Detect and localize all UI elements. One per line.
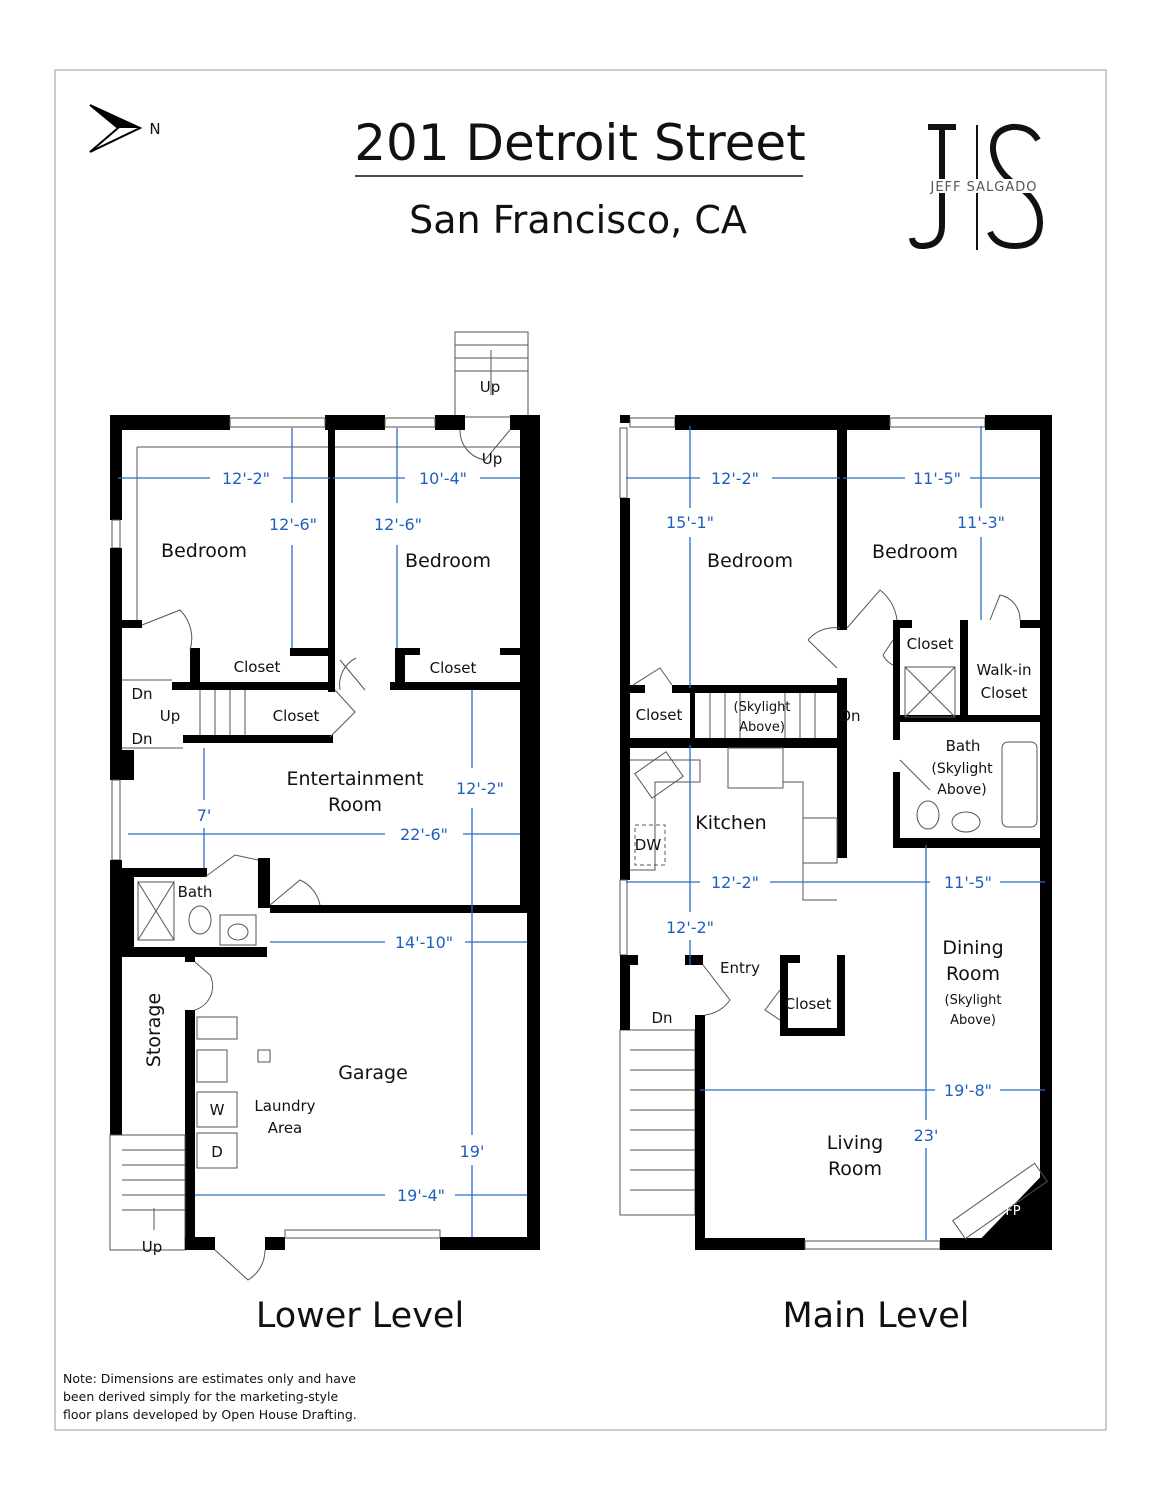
- note-line-3: floor plans developed by Open House Draf…: [63, 1407, 357, 1422]
- main-stair-skylight-1: (Skylight: [734, 700, 791, 715]
- main-kitchen-label: Kitchen: [695, 812, 766, 834]
- dim-lower-bed2-height: 12'-6": [374, 515, 422, 534]
- main-closet3-label: Closet: [785, 995, 832, 1013]
- main-entry-label: Entry: [720, 959, 760, 977]
- lower-stair-up-top: Up: [480, 378, 501, 396]
- dim-lower-bed2-width: 10'-4": [419, 469, 467, 488]
- lower-closet2-label: Closet: [430, 659, 477, 677]
- lower-closet3-label: Closet: [273, 707, 320, 725]
- main-bath-label-2: (Skylight: [931, 761, 993, 777]
- lower-storage-label: Storage: [143, 993, 165, 1067]
- north-arrow-icon: [89, 104, 143, 153]
- dim-lower-garage-width1: 14'-10": [395, 933, 453, 952]
- dim-main-bed2-width: 11'-5": [913, 469, 961, 488]
- lower-bedroom1-label: Bedroom: [161, 540, 247, 562]
- main-stair-dn1: Dn: [839, 707, 860, 725]
- dim-lower-garage-height: 19': [460, 1142, 485, 1161]
- lower-entertainment-label-2: Room: [328, 794, 382, 816]
- main-dining-label-1: Dining: [942, 937, 1003, 959]
- dim-main-bed1-width: 12'-2": [711, 469, 759, 488]
- lower-stair-up-entry: Up: [482, 450, 503, 468]
- lower-laundry-label-1: Laundry: [254, 1097, 315, 1115]
- fireplace-label: FP: [1005, 1204, 1020, 1219]
- lower-stair-up-bottom: Up: [142, 1238, 163, 1256]
- dim-main-entry-height: 12'-2": [666, 918, 714, 937]
- main-living-label-1: Living: [827, 1132, 884, 1154]
- logo-name: JEFF SALGADO: [930, 180, 1038, 195]
- note-line-1: Note: Dimensions are estimates only and …: [63, 1371, 356, 1386]
- lower-closet1-label: Closet: [234, 658, 281, 676]
- lower-stair-up-mid: Up: [160, 707, 181, 725]
- main-closet1-label: Closet: [636, 706, 683, 724]
- main-bath-label-1: Bath: [946, 737, 981, 755]
- main-bedroom2-label: Bedroom: [872, 541, 958, 563]
- lower-dimension-lines: [118, 428, 527, 1237]
- page-border: [54, 69, 1107, 1431]
- north-label: N: [149, 120, 160, 138]
- main-level-label: Main Level: [782, 1296, 969, 1336]
- lower-level-label: Lower Level: [256, 1296, 464, 1336]
- dim-lower-bed1-width: 12'-2": [222, 469, 270, 488]
- dim-main-living-width: 19'-8": [944, 1081, 992, 1100]
- page-subtitle: San Francisco, CA: [409, 198, 747, 242]
- dishwasher-label: DW: [635, 836, 662, 854]
- note-line-2: been derived simply for the marketing-st…: [63, 1389, 339, 1404]
- main-bath-label-3: Above): [937, 782, 986, 798]
- dim-lower-bed1-height: 12'-6": [269, 515, 317, 534]
- main-bedroom1-label: Bedroom: [707, 550, 793, 572]
- main-walkin-label-2: Closet: [981, 684, 1028, 702]
- main-dining-label-4: Above): [950, 1013, 996, 1028]
- washer-label: W: [210, 1101, 225, 1119]
- main-dining-label-3: (Skylight: [945, 993, 1002, 1008]
- dim-main-dining-width: 11'-5": [944, 873, 992, 892]
- dim-main-bed1-height: 15'-1": [666, 513, 714, 532]
- dim-lower-garage-width2: 19'-4": [397, 1186, 445, 1205]
- dim-main-living-height: 23': [914, 1126, 939, 1145]
- dim-main-bed2-height: 11'-3": [957, 513, 1005, 532]
- main-living-label-2: Room: [828, 1158, 882, 1180]
- dim-lower-ent-small: 7': [197, 806, 212, 825]
- page-title: 201 Detroit Street: [354, 114, 806, 172]
- logo-js: JEFF SALGADO: [909, 123, 1056, 250]
- main-level-plan: [619, 415, 1052, 1250]
- dim-main-kitchen-width: 12'-2": [711, 873, 759, 892]
- main-stair-dn2: Dn: [651, 1009, 672, 1027]
- lower-laundry-label-2: Area: [268, 1119, 303, 1137]
- lower-level-plan: [109, 331, 540, 1281]
- lower-stair-dn2: Dn: [131, 730, 152, 748]
- dryer-label: D: [211, 1143, 223, 1161]
- lower-bedroom2-label: Bedroom: [405, 550, 491, 572]
- main-stair-skylight-2: Above): [739, 720, 785, 735]
- main-dimension-lines: [626, 426, 1045, 1240]
- lower-stair-dn1: Dn: [131, 685, 152, 703]
- lower-bath-label: Bath: [178, 883, 213, 901]
- main-dining-label-2: Room: [946, 963, 1000, 985]
- main-walkin-label-1: Walk-in: [976, 661, 1031, 679]
- dim-lower-ent-height: 12'-2": [456, 779, 504, 798]
- lower-entertainment-label-1: Entertainment: [286, 768, 423, 790]
- lower-garage-label: Garage: [338, 1062, 408, 1084]
- main-closet2-label: Closet: [907, 635, 954, 653]
- dim-lower-ent-width: 22'-6": [400, 825, 448, 844]
